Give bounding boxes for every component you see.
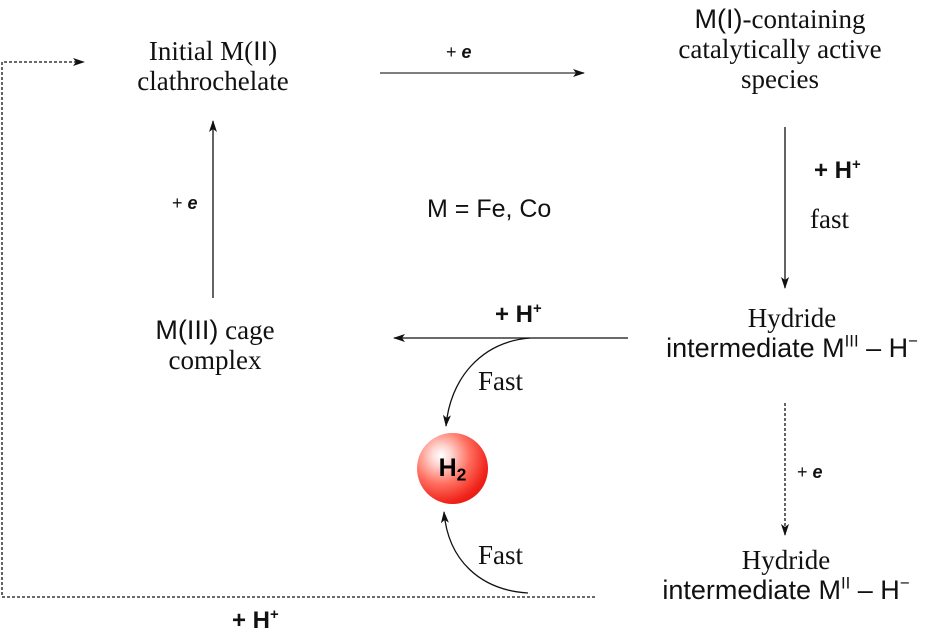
node-cage-line2: complex bbox=[168, 345, 262, 376]
label-left-electron: + e bbox=[172, 193, 198, 213]
node-hydride-m2: Hydride intermediate MII – H− bbox=[626, 545, 946, 605]
m1-label: M(I) bbox=[694, 4, 743, 34]
label-upper-fast: Fast bbox=[478, 366, 524, 396]
m3-label: M(III) bbox=[155, 315, 219, 345]
proton-charge: + bbox=[270, 606, 279, 623]
oxidation-state-ii: II bbox=[253, 36, 269, 66]
cage-text: cage bbox=[218, 315, 275, 345]
containing-text: -containing bbox=[742, 4, 866, 34]
hydride-bond: – H bbox=[850, 575, 900, 606]
h2-main: H bbox=[438, 454, 457, 482]
plus-sign: + bbox=[797, 462, 813, 482]
node-cage-line1: M(III) cage bbox=[120, 315, 310, 345]
intermediate-text: intermediate M bbox=[666, 333, 845, 364]
initial-text: Initial M( bbox=[148, 36, 254, 66]
intermediate-text: intermediate M bbox=[662, 575, 841, 606]
node-initial-line2: clathrochelate bbox=[137, 66, 289, 97]
curve-hydride2-to-h2 bbox=[440, 511, 529, 594]
electron-symbol: e bbox=[812, 462, 823, 482]
node-initial-m2: Initial M(II) clathrochelate bbox=[108, 36, 318, 96]
node-active-m1: M(I)-containing catalytically active spe… bbox=[640, 4, 920, 95]
hydride-charge: − bbox=[899, 573, 910, 593]
h2-label: H2 bbox=[439, 454, 467, 483]
plus-sign: + bbox=[172, 193, 188, 213]
metal-note: M = Fe, Co bbox=[427, 195, 552, 223]
proton-text: + H bbox=[495, 301, 534, 328]
oxidation-state-ii: II bbox=[840, 573, 851, 593]
node-active-line2: catalytically active bbox=[678, 34, 882, 65]
hydride-bond: – H bbox=[858, 333, 909, 364]
node-active-line1: M(I)-containing bbox=[640, 4, 920, 34]
label-lower-fast: Fast bbox=[478, 540, 524, 570]
node-active-line3: species bbox=[741, 64, 819, 95]
proton-text: + H bbox=[232, 607, 271, 634]
hydride-charge: − bbox=[908, 331, 918, 351]
label-middle-proton: + H+ bbox=[495, 300, 542, 329]
proton-text: + H bbox=[814, 157, 853, 184]
label-bottom-proton: + H+ bbox=[232, 606, 279, 635]
node-initial-line1: Initial M(II) bbox=[108, 36, 318, 66]
node-hydride3-line2: intermediate MIII – H− bbox=[632, 333, 952, 363]
oxidation-state-iii: III bbox=[844, 331, 859, 351]
node-hydride-m3: Hydride intermediate MIII – H− bbox=[632, 303, 952, 363]
node-hydride2-line1: Hydride bbox=[741, 545, 831, 575]
plus-sign: + bbox=[446, 42, 462, 62]
label-dotted-electron: + e bbox=[797, 462, 823, 482]
electron-symbol: e bbox=[187, 193, 198, 213]
h2-molecule-sphere: H2 bbox=[417, 433, 488, 504]
node-cage-m3: M(III) cage complex bbox=[120, 315, 310, 375]
proton-charge: + bbox=[533, 300, 542, 317]
label-right-proton: + H+ bbox=[814, 156, 861, 185]
label-right-fast: fast bbox=[810, 204, 849, 234]
node-hydride3-line1: Hydride bbox=[747, 303, 837, 333]
curve-hydride3-to-h2 bbox=[442, 337, 531, 427]
node-hydride2-line2: intermediate MII – H− bbox=[626, 575, 946, 605]
h2-subscript: 2 bbox=[456, 464, 467, 485]
proton-charge: + bbox=[852, 156, 861, 173]
dotted-loop-hydride2-to-initial bbox=[1, 58, 595, 598]
electron-symbol: e bbox=[461, 42, 472, 62]
paren-close: ) bbox=[268, 36, 278, 66]
label-top-electron: + e bbox=[446, 42, 472, 62]
